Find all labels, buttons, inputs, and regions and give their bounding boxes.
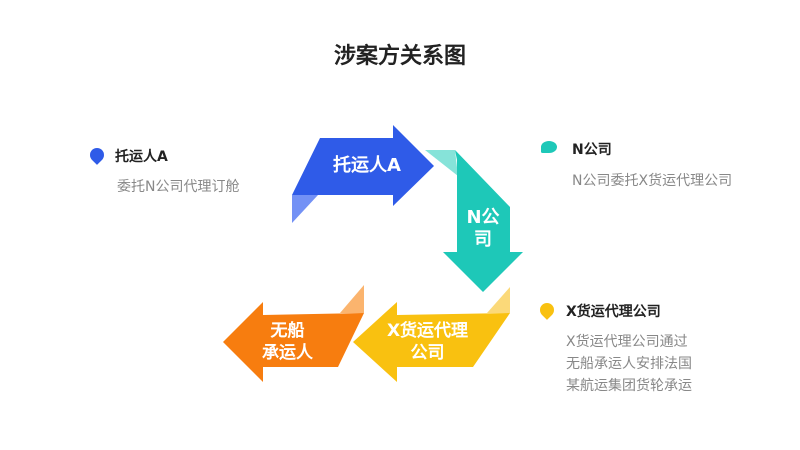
legend-desc-x-forwarder: X货运代理公司通过 无船承运人安排法国 某航运集团货轮承运 xyxy=(566,331,692,397)
arrow-x-forwarder xyxy=(353,287,510,382)
desc-line: 无船承运人安排法国 xyxy=(566,356,692,372)
legend-title-shipper-a: 托运人A xyxy=(115,149,168,165)
arrow-label-shipper-a: 托运人A xyxy=(333,155,401,176)
legend-title-x-forwarder: X货运代理公司 xyxy=(566,304,661,320)
arrow-label-n-company: N公司 xyxy=(458,207,508,251)
line: 司 xyxy=(474,229,492,250)
legend-title-n-company: N公司 xyxy=(572,142,612,158)
diagram-title: 涉案方关系图 xyxy=(333,44,466,69)
desc-line: 某航运集团货轮承运 xyxy=(566,378,692,394)
line: 无船 xyxy=(270,321,305,341)
arrow-label-nvocc: 无船承运人 xyxy=(245,320,330,364)
arrow-n-company xyxy=(425,150,523,292)
line: 公司 xyxy=(410,343,445,363)
arrow-label-x-forwarder: X货运代理公司 xyxy=(370,320,485,364)
line: N公 xyxy=(466,207,500,228)
desc-line: X货运代理公司通过 xyxy=(566,334,688,350)
legend-desc-shipper-a: 委托N公司代理订舱 xyxy=(117,179,240,195)
arrow-shipper-a xyxy=(292,125,434,223)
pin-icon xyxy=(541,141,557,153)
line: 承运人 xyxy=(262,343,313,363)
line: X货运代理 xyxy=(386,321,469,341)
arrow-nvocc xyxy=(223,285,364,382)
legend-desc-n-company: N公司委托X货运代理公司 xyxy=(572,173,733,189)
